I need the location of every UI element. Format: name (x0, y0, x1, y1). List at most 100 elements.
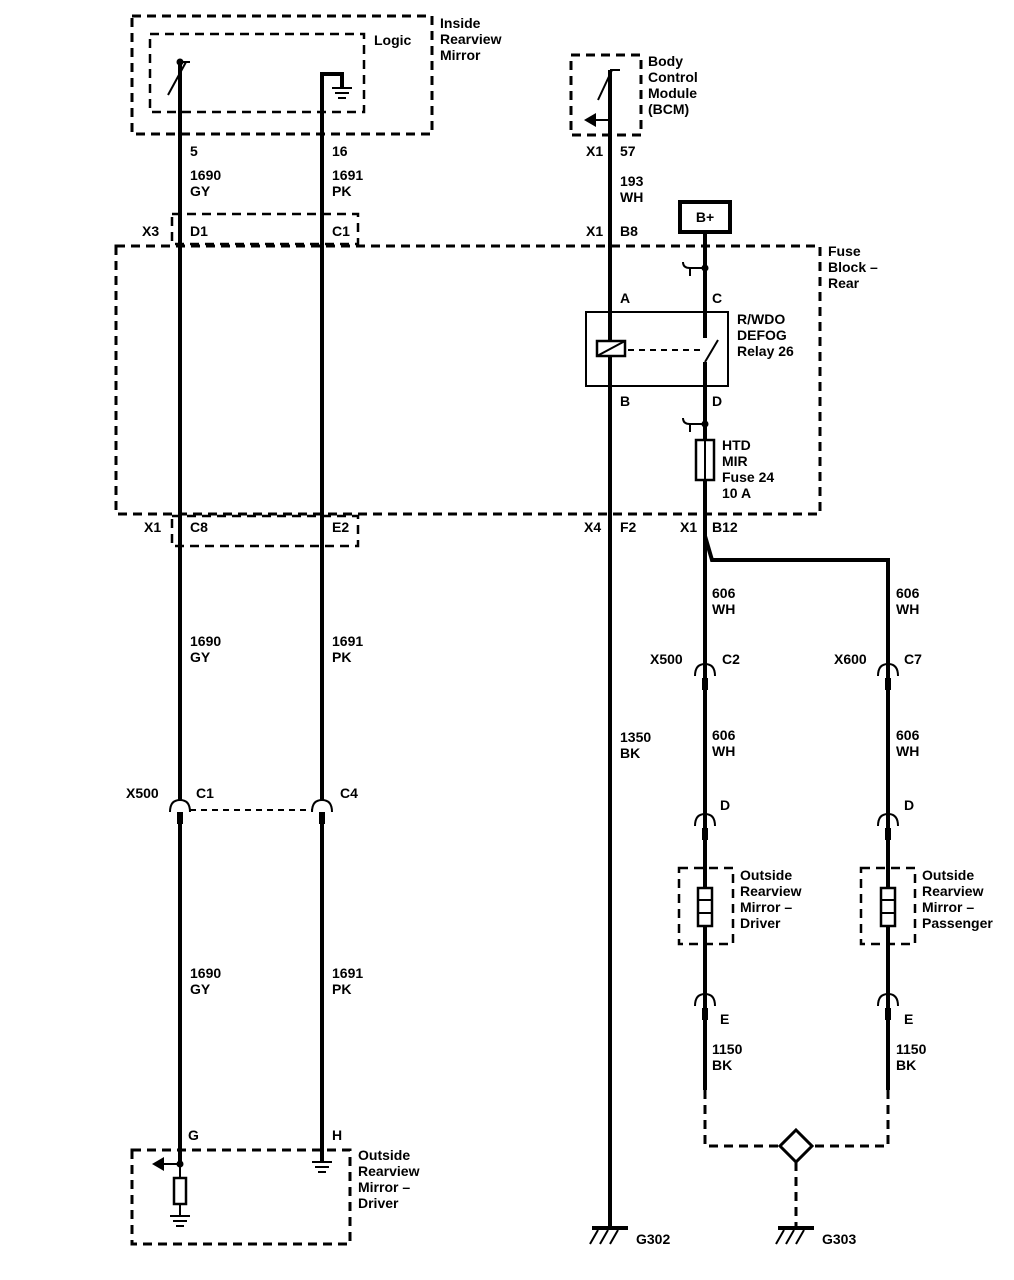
pin-c7: C7 (904, 651, 922, 667)
wire-label: BK (896, 1057, 916, 1073)
fuse-block-label-3: Rear (828, 275, 860, 291)
wire-label: WH (896, 601, 919, 617)
connector-x600: X600 (834, 651, 867, 667)
chassis-ground-icon (589, 1226, 628, 1245)
wire-label: WH (620, 189, 643, 205)
mirror-driver-label-1: Outside (358, 1147, 410, 1163)
pin-c2: C2 (722, 651, 740, 667)
wire-label: 1691 (332, 965, 363, 981)
connector-x1: X1 (144, 519, 161, 535)
pin-16: 16 (332, 143, 348, 159)
fuse-label-2: MIR (722, 453, 748, 469)
fuse-label-4: 10 A (722, 485, 751, 501)
wire-label: 606 (712, 727, 736, 743)
inside-mirror-module: Inside Rearview Mirror Logic 5 16 (130, 14, 502, 159)
pin-c1: C1 (196, 785, 214, 801)
heater-element-icon (879, 886, 897, 928)
bcm-label-2: Control (648, 69, 698, 85)
bcm-pin-57: 57 (620, 143, 636, 159)
connector-x1: X1 (586, 223, 603, 239)
mirror-driver-label-3: Mirror – (358, 1179, 410, 1195)
wire-label: 1690 (190, 633, 221, 649)
relay: A C B D R/WDO DEFOG Relay 26 (585, 290, 794, 409)
ground-g303: G303 (822, 1231, 856, 1247)
wire-label: WH (896, 743, 919, 759)
relay-label-2: DEFOG (737, 327, 787, 343)
heater-box (677, 866, 735, 946)
outside-mirror-driver-module: Outside Rearview Mirror – Driver (130, 1147, 420, 1246)
heater-box (859, 866, 917, 946)
mirror-heater-passenger: Outside Rearview Mirror – Passenger (859, 866, 993, 946)
fuse-block-rear: Fuse Block – Rear X3 D1 C1 X1 B8 X1 C8 E… (114, 212, 878, 548)
resistor-icon (172, 1176, 188, 1206)
pin-c4: C4 (340, 785, 358, 801)
heater-driver-label-1: Outside (740, 867, 792, 883)
pin-b8: B8 (620, 223, 638, 239)
bcm-output-arrow-icon (584, 113, 610, 127)
wire-label: 1691 (332, 167, 363, 183)
inline-connector-icon (877, 992, 899, 1020)
inside-mirror-label-1: Inside (440, 15, 481, 31)
wire-label: PK (332, 649, 351, 665)
mirror-driver-box (130, 1148, 352, 1246)
wire-label: WH (712, 601, 735, 617)
fuse-24: HTD MIR Fuse 24 10 A (694, 437, 774, 501)
pin-g: G (188, 1127, 199, 1143)
relay-pin-c: C (712, 290, 722, 306)
pin-c1: C1 (332, 223, 350, 239)
wire-label: WH (712, 743, 735, 759)
bcm-label-4: (BCM) (648, 101, 689, 117)
wire-label: 1150 (896, 1041, 927, 1057)
pin-d1: D1 (190, 223, 208, 239)
relay-pin-d: D (712, 393, 722, 409)
relay-pin-b: B (620, 393, 630, 409)
relay-label-3: Relay 26 (737, 343, 794, 359)
ground-icon (170, 1215, 190, 1227)
fuse-block-label-1: Fuse (828, 243, 861, 259)
relay-contact-icon (704, 339, 719, 363)
pin-e2: E2 (332, 519, 349, 535)
wire-label: 1690 (190, 167, 221, 183)
wire-label: BK (620, 745, 640, 761)
x3-connector-box (170, 212, 360, 246)
pin-d: D (904, 797, 914, 813)
mirror-driver-label-4: Driver (358, 1195, 399, 1211)
ground-icon (312, 1161, 332, 1173)
bcm-label-1: Body (648, 53, 683, 69)
chassis-ground-icon (775, 1226, 814, 1245)
wire-label: 1150 (712, 1041, 743, 1057)
wire-label: 1350 (620, 729, 651, 745)
pin-f2: F2 (620, 519, 637, 535)
heater-driver-label-3: Mirror – (740, 899, 792, 915)
splice-tap-icon (682, 261, 709, 276)
wire-label: 606 (896, 727, 920, 743)
inline-connector-icon (694, 812, 716, 840)
inline-connector-icon (877, 812, 899, 840)
relay-label-1: R/WDO (737, 311, 785, 327)
wire-label: 606 (896, 585, 920, 601)
bcm-connector: X1 (586, 143, 603, 159)
connector-x500: X500 (650, 651, 683, 667)
pin-d: D (720, 797, 730, 813)
ground-net-right (812, 1090, 890, 1148)
ground-icon (320, 72, 352, 140)
logic-label: Logic (374, 32, 412, 48)
inline-connector-icon (694, 662, 716, 690)
pin-c8: C8 (190, 519, 208, 535)
heater-passenger-label-2: Rearview (922, 883, 984, 899)
inside-mirror-label-3: Mirror (440, 47, 481, 63)
bcm-label-3: Module (648, 85, 697, 101)
wire-label: GY (190, 649, 211, 665)
splice-tap-icon (682, 417, 709, 432)
heater-driver-label-2: Rearview (740, 883, 802, 899)
splice-diamond-icon (777, 1127, 815, 1165)
wire-label: 1691 (332, 633, 363, 649)
pin-h: H (332, 1127, 342, 1143)
mirror-heater-driver: Outside Rearview Mirror – Driver (677, 866, 802, 946)
bcm-box (569, 53, 643, 137)
inline-connector-icon (311, 798, 333, 824)
pin-5: 5 (190, 143, 198, 159)
inside-mirror-box (130, 14, 434, 136)
logic-box (148, 32, 366, 114)
battery-positive: B+ (678, 200, 732, 234)
